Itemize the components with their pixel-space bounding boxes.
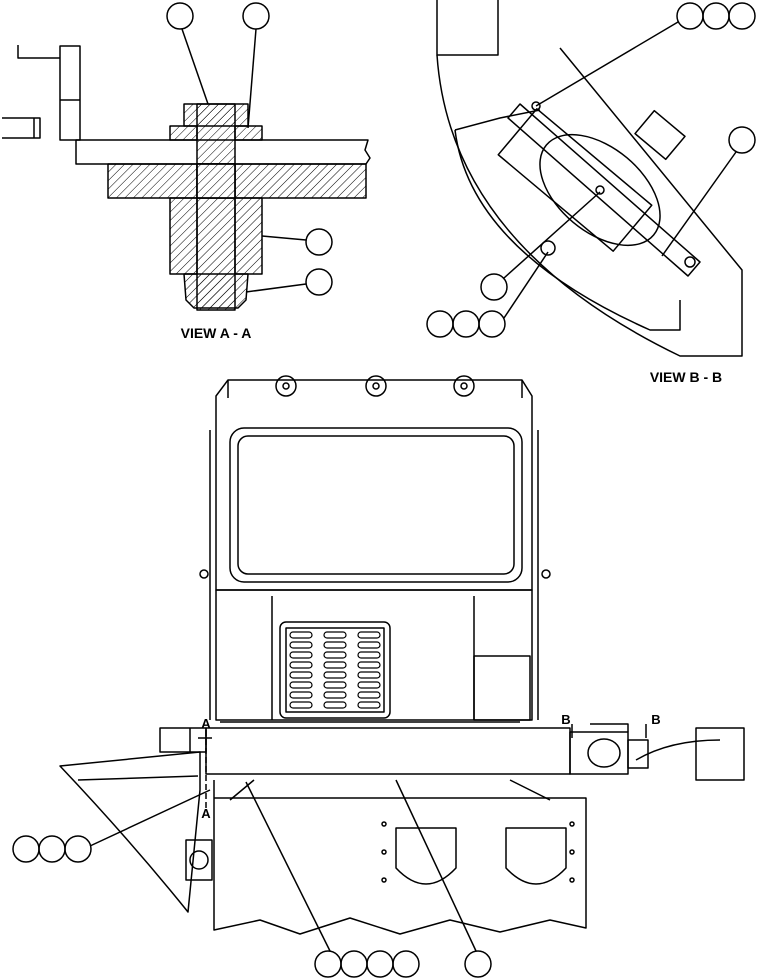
louver-slots	[289, 631, 381, 709]
main-assembly	[199, 375, 551, 721]
view-b-title: VIEW B - B	[650, 369, 722, 385]
view-b-section	[426, 0, 756, 357]
section-mark-a-top: A	[201, 716, 211, 731]
view-a-section	[2, 2, 371, 311]
section-mark-b-left: B	[561, 712, 570, 727]
main-callouts	[12, 779, 492, 978]
section-mark-a-bottom: A	[201, 806, 211, 821]
view-a-title: VIEW A - A	[181, 325, 252, 341]
section-mark-b-right: B	[651, 712, 660, 727]
base-frame	[59, 721, 745, 935]
